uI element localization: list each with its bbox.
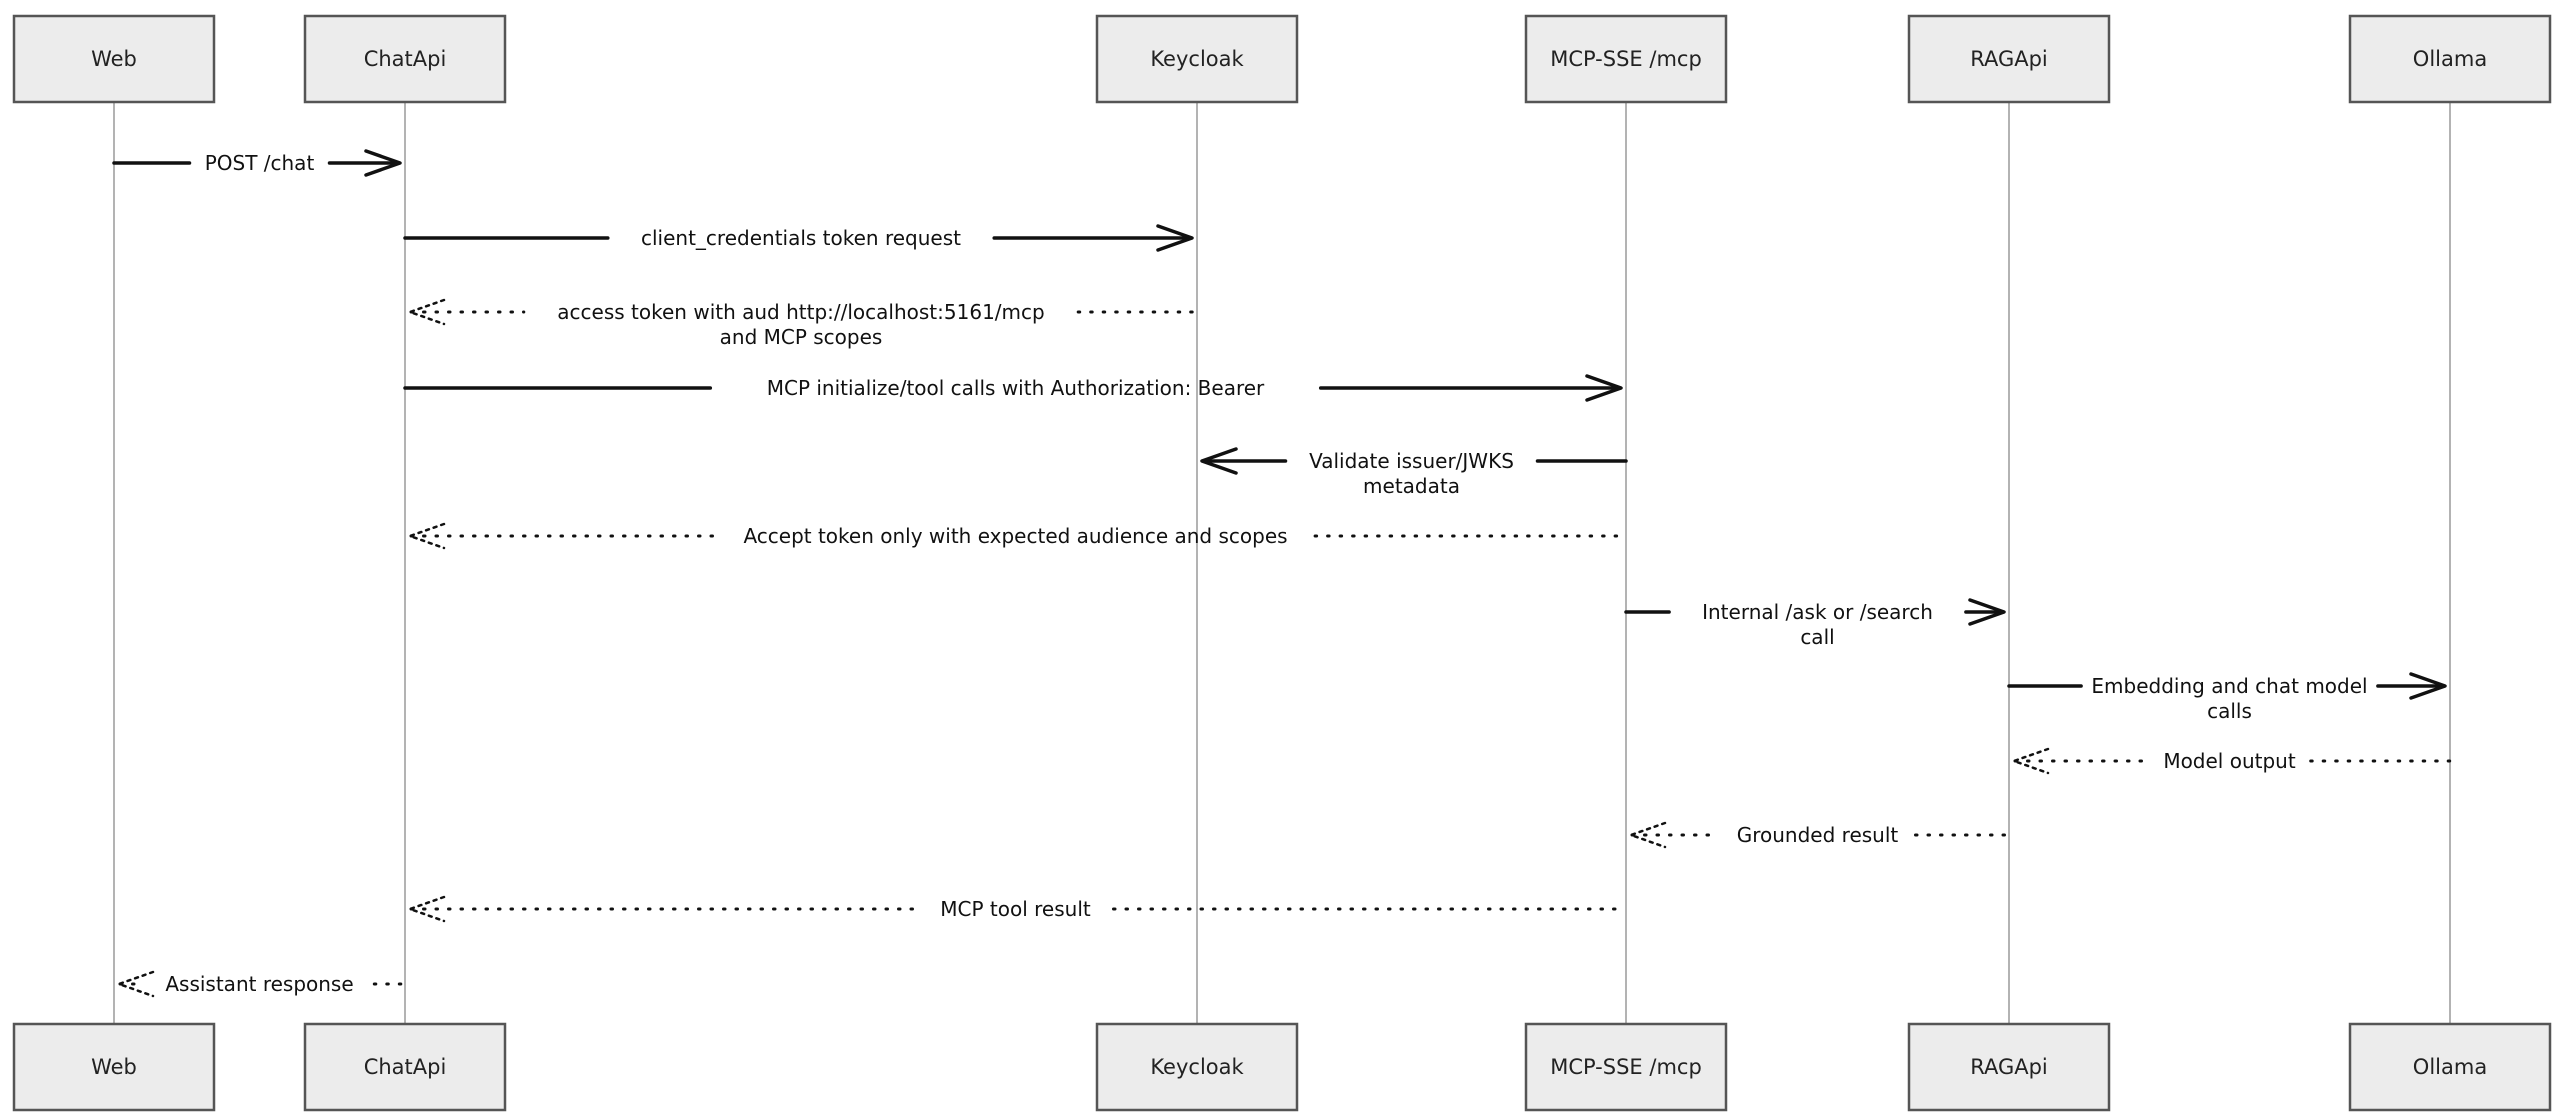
actor-box <box>12 1022 216 1112</box>
actor-box <box>1095 14 1299 104</box>
actor-box <box>12 14 216 104</box>
message-label: client_credentials token request <box>641 226 961 250</box>
message-label: Internal /ask or /search <box>1702 600 1933 624</box>
message-4: MCP initialize/tool calls with Authoriza… <box>403 374 1623 402</box>
message-label: call <box>1800 625 1834 649</box>
arrowhead-icon <box>1156 224 1194 252</box>
arrowhead-icon <box>408 895 446 923</box>
message-2: client_credentials token request <box>403 224 1194 252</box>
actor-web-top: Web <box>12 14 216 104</box>
actor-label: MCP-SSE /mcp <box>1550 47 1702 71</box>
message-11: MCP tool result <box>408 895 1628 923</box>
message-label: MCP tool result <box>940 897 1091 921</box>
actor-label: Web <box>91 1055 137 1079</box>
actor-label: Web <box>91 47 137 71</box>
message-label: Grounded result <box>1737 823 1899 847</box>
message-9: Model output <box>2012 747 2452 775</box>
actor-box <box>1524 14 1728 104</box>
message-label: access token with aud http://localhost:5… <box>557 300 1044 324</box>
actor-mcp-top: MCP-SSE /mcp <box>1524 14 1728 104</box>
actor-box <box>303 14 507 104</box>
actor-box <box>2348 14 2552 104</box>
actor-chatapi-bottom: ChatApi <box>303 1022 507 1112</box>
actor-label: ChatApi <box>364 1055 447 1079</box>
message-label: metadata <box>1363 474 1460 498</box>
message-label: calls <box>2207 699 2252 723</box>
arrowhead-icon <box>364 149 402 177</box>
actor-keycloak-bottom: Keycloak <box>1095 1022 1299 1112</box>
arrowhead-icon <box>408 298 446 326</box>
arrowhead-icon <box>1968 598 2006 626</box>
message-3: access token with aud http://localhost:5… <box>408 298 1199 349</box>
actor-box <box>2348 1022 2552 1112</box>
actor-label: Ollama <box>2413 1055 2487 1079</box>
actor-box <box>303 1022 507 1112</box>
actor-label: Keycloak <box>1150 47 1244 71</box>
actor-ragapi-top: RAGApi <box>1907 14 2111 104</box>
arrowhead-icon <box>408 522 446 550</box>
actor-box <box>1524 1022 1728 1112</box>
actor-mcp-bottom: MCP-SSE /mcp <box>1524 1022 1728 1112</box>
actor-ragapi-bottom: RAGApi <box>1907 1022 2111 1112</box>
message-10: Grounded result <box>1629 821 2011 849</box>
actor-box <box>1907 14 2111 104</box>
message-12: Assistant response <box>117 970 407 998</box>
message-label: POST /chat <box>205 151 315 175</box>
message-label: Model output <box>2163 749 2296 773</box>
actor-box <box>1907 1022 2111 1112</box>
arrowhead-icon <box>2012 747 2050 775</box>
message-1: POST /chat <box>112 149 402 177</box>
actor-label: Ollama <box>2413 47 2487 71</box>
message-6: Accept token only with expected audience… <box>408 522 1628 550</box>
message-label: Embedding and chat model <box>2091 674 2367 698</box>
actor-label: RAGApi <box>1970 47 2048 71</box>
arrowhead-icon <box>1585 374 1623 402</box>
actor-ollama-top: Ollama <box>2348 14 2552 104</box>
message-label: and MCP scopes <box>720 325 883 349</box>
actor-label: Keycloak <box>1150 1055 1244 1079</box>
actor-chatapi-top: ChatApi <box>303 14 507 104</box>
actor-label: RAGApi <box>1970 1055 2048 1079</box>
arrowhead-icon <box>1200 447 1238 475</box>
arrowhead-icon <box>2409 672 2447 700</box>
message-label: MCP initialize/tool calls with Authoriza… <box>767 376 1265 400</box>
actor-label: MCP-SSE /mcp <box>1550 1055 1702 1079</box>
arrowhead-icon <box>117 970 155 998</box>
actor-keycloak-top: Keycloak <box>1095 14 1299 104</box>
message-label: Accept token only with expected audience… <box>743 524 1287 548</box>
arrowhead-icon <box>1629 821 1667 849</box>
actor-web-bottom: Web <box>12 1022 216 1112</box>
message-label: Validate issuer/JWKS <box>1309 449 1514 473</box>
message-label: Assistant response <box>165 972 353 996</box>
actor-box <box>1095 1022 1299 1112</box>
actor-ollama-bottom: Ollama <box>2348 1022 2552 1112</box>
actor-label: ChatApi <box>364 47 447 71</box>
